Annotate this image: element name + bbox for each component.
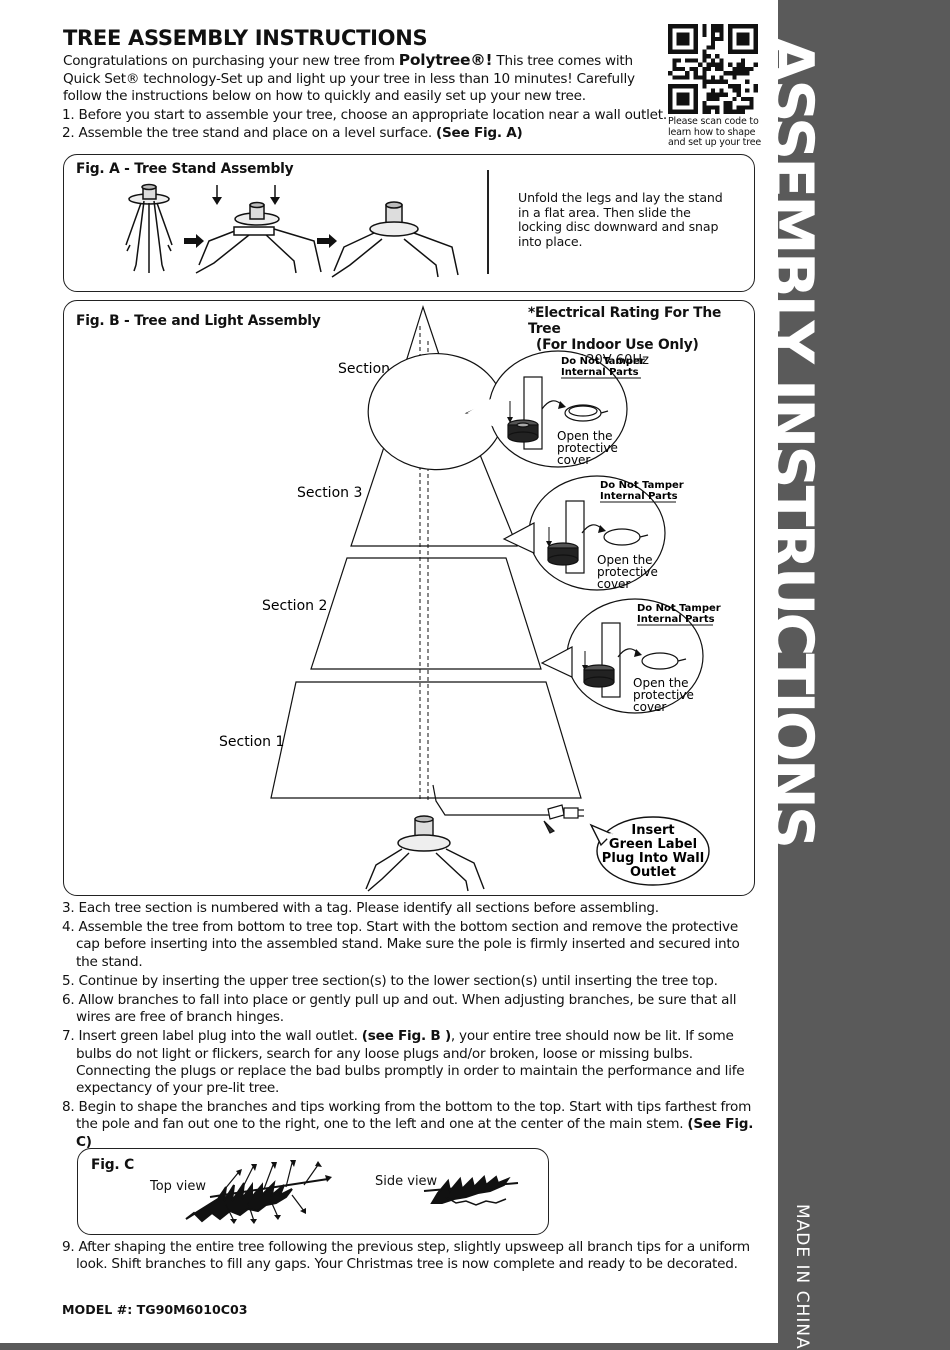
step-4: 4. Assemble the tree from bottom to tree…: [62, 919, 740, 970]
rating-heading-1: *Electrical Rating For The Tree: [528, 305, 722, 337]
sidebar-title: ASSEMBLY INSTRUCTIONS: [756, 36, 826, 847]
fig-a-title: Fig. A - Tree Stand Assembly: [76, 161, 294, 177]
step-8: 8. Begin to shape the branches and tips …: [62, 1099, 762, 1151]
qr-code[interactable]: [668, 24, 758, 114]
branch-shaping-illustration: [185, 1160, 519, 1224]
cover-1-line-1: Open the: [557, 429, 613, 443]
warning-2-line-2: Internal Parts: [600, 491, 678, 502]
step-7-text: 7. Insert green label plug into the wall…: [62, 1028, 362, 1045]
step-9-list: 9. After shaping the entire tree followi…: [62, 1239, 762, 1273]
connector-callout-2: [540, 598, 704, 714]
step-6: 6. Allow branches to fall into place or …: [62, 992, 762, 1026]
fig-a-divider: [487, 170, 489, 274]
top-view-label: Top view: [150, 1179, 207, 1194]
side-band: [778, 0, 950, 1343]
fig-b-title: Fig. B - Tree and Light Assembly: [76, 313, 321, 329]
connector-callout-3: [502, 475, 666, 591]
warning-3-line-2: Internal Parts: [637, 614, 715, 625]
intro-paragraph: Congratulations on purchasing your new t…: [63, 51, 663, 106]
fig-a-note: Unfold the legs and lay the stand in a f…: [518, 190, 723, 249]
step-8-text: 8. Begin to shape the branches and tips …: [62, 1099, 752, 1133]
tree-stand-illustration: [365, 815, 485, 892]
cover-3-line-3: cover: [633, 700, 666, 714]
tree-assembly-diagram: Section 4 Section 3 Section 2 Section 1 …: [219, 305, 721, 892]
fig-c-box: Fig. C Top view Side view: [77, 1148, 549, 1235]
warning-1-line-2: Internal Parts: [561, 367, 639, 378]
intro-steps: 1. Before you start to assemble your tre…: [62, 106, 667, 142]
side-view-label: Side view: [375, 1174, 438, 1189]
branch-side-view-illustration: [423, 1175, 519, 1206]
electrical-rating: *Electrical Rating For The Tree (For Ind…: [528, 305, 754, 369]
arrow-right-icon: [317, 234, 337, 248]
step-8-ref: (See Fig. C): [76, 1116, 754, 1150]
step-2-ref: (See Fig. A): [436, 125, 523, 141]
steps-list: 3. Each tree section is numbered with a …: [62, 900, 762, 1151]
arrow-right-icon: [184, 234, 204, 248]
cover-2-line-2: protective: [597, 565, 658, 579]
section-1-label: Section 1: [219, 734, 284, 750]
tree-section-2: [310, 557, 542, 670]
step-3: 3. Each tree section is numbered with a …: [62, 900, 659, 916]
plug-note-line-3: Plug Into Wall: [602, 851, 704, 866]
cover-2-line-3: cover: [597, 577, 630, 591]
made-in-label: MADE IN CHINA: [792, 1204, 812, 1350]
stand-disc-up-illustration: [195, 185, 322, 274]
rating-heading-2: (For Indoor Use Only): [536, 337, 699, 353]
plug-note-line-1: Insert: [631, 823, 674, 838]
intro-lead: Congratulations on purchasing your new t…: [63, 53, 399, 69]
power-cord-illustration: [432, 784, 584, 834]
step-7-after: , your entire tree should now be lit. If…: [76, 1028, 745, 1097]
plug-note-line-2: Green Label: [609, 837, 697, 852]
step-9: 9. After shaping the entire tree followi…: [62, 1239, 750, 1273]
step-7-ref: (see Fig. B ): [361, 1028, 451, 1045]
step-1: 1. Before you start to assemble your tre…: [62, 107, 667, 123]
qr-caption: Please scan code to learn how to shape a…: [668, 116, 761, 149]
stand-assembled-illustration: [331, 201, 459, 278]
fig-c-title: Fig. C: [91, 1157, 134, 1173]
brand-name: Polytree®!: [398, 51, 493, 69]
intro-rest: This tree comes with Quick Set® technolo…: [63, 53, 635, 105]
model-number: MODEL #: TG90M6010C03: [62, 1302, 248, 1317]
step-5: 5. Continue by inserting the upper tree …: [62, 972, 718, 989]
warning-2-line-1: Do Not Tamper: [600, 480, 684, 491]
cover-1-line-2: protective: [557, 441, 618, 455]
page-title: TREE ASSEMBLY INSTRUCTIONS: [63, 26, 428, 50]
warning-1-line-1: Do Not Tamper: [561, 356, 645, 367]
step-7: 7. Insert green label plug into the wall…: [62, 1028, 762, 1097]
plug-note-line-4: Outlet: [630, 865, 676, 880]
cover-3-line-1: Open the: [633, 676, 689, 690]
section-2-label: Section 2: [262, 598, 327, 614]
step-2-text: 2. Assemble the tree stand and place on …: [62, 125, 437, 141]
branch-top-view-illustration: [185, 1160, 332, 1224]
fig-a-box: Fig. A - Tree Stand Assembly: [63, 154, 755, 292]
folded-stand-illustration: [125, 183, 173, 273]
stand-assembly-illustration: [125, 183, 459, 278]
fig-b-box: Fig. B - Tree and Light Assembly *Electr…: [63, 300, 755, 896]
cover-2-line-1: Open the: [597, 553, 653, 567]
step-2: 2. Assemble the tree stand and place on …: [62, 124, 667, 142]
warning-3-line-1: Do Not Tamper: [637, 603, 721, 614]
cover-1-line-3: cover: [557, 453, 590, 467]
tree-section-1: [270, 681, 582, 799]
cover-3-line-2: protective: [633, 688, 694, 702]
section-3-label: Section 3: [297, 485, 362, 501]
step-6-text: 6. Allow branches to fall into place or …: [62, 992, 737, 1026]
connector-callout-4: [367, 350, 628, 471]
